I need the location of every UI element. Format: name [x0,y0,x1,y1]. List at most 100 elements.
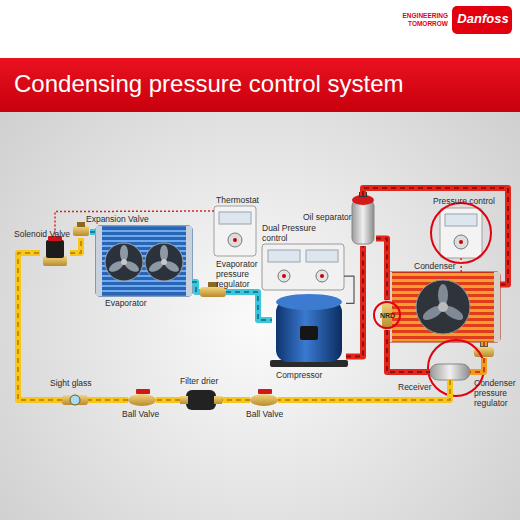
sight-glass-window [70,395,80,405]
dial-center [233,238,237,242]
coil-end-plate [494,272,500,342]
dial [278,270,290,282]
pipe-group [461,258,462,272]
header-area [0,0,520,58]
fan [416,280,470,334]
condenser-coil [386,272,500,342]
refrigerant-pipe [192,282,200,292]
brand-tagline: ENGINEERING TOMORROW [398,12,448,28]
thermostat: Thermostat [214,206,256,256]
pipe-group [192,282,200,292]
pipe-group [70,238,81,253]
highlight-circle [374,302,400,328]
sight-glass: Sight glass [62,392,88,408]
dial [454,235,468,249]
component-label: Expansion Valve [86,214,149,224]
ball-valve: Ball Valve [250,394,278,406]
pipe-group [90,231,96,232]
coil-end-plate [96,226,102,296]
pipe-dash [88,399,128,401]
pipe-group [470,358,484,372]
control-housing [262,244,344,290]
valve-body [73,226,89,236]
pipe-group [278,380,450,400]
component-label: Dual Pressure control [262,223,326,243]
refrigerant-pipe [278,380,450,400]
filter-fitting [180,396,188,404]
control-wire [344,276,354,303]
coil-end-plate [186,226,192,296]
dial [228,233,242,247]
filter-shell [186,390,216,410]
pipe-dash [226,292,272,320]
component-label: Filter drier [180,376,218,386]
fan-hub [121,259,127,265]
ball-valve-body [250,394,278,406]
dial [316,270,328,282]
scale-window [306,250,338,262]
pipe-group [55,211,214,238]
solenoid-valve: Solenoid Valve [40,238,70,268]
oil-separator: Oil separator [350,196,376,246]
pipe-group [226,292,272,320]
terminal-box [300,326,318,340]
component-label: Pressure control [433,196,495,206]
ball-valve: Ball Valve [128,394,156,406]
refrigerant-pipe [481,342,487,346]
refrigerant-pipe [18,253,62,400]
refrigerant-pipe [387,330,430,372]
pipe-dash [156,399,180,401]
ball-valve-handle [136,389,150,394]
refrigerant-pipe [90,229,96,235]
pipe-dash [387,330,430,372]
logo-badge [452,6,512,34]
control-wire [55,211,214,238]
fan [145,243,183,281]
refrigerant-pipe [470,358,484,372]
component-label: Compressor [276,370,322,380]
control-wire [460,258,462,272]
scale-window [445,214,477,226]
pipe-group [484,342,485,346]
expansion-valve: Expansion Valve [72,222,90,238]
fan [105,243,143,281]
receiver-vessel [430,364,470,380]
refrigerant-pipe [88,397,128,403]
dial-center [459,240,463,244]
component-label: Thermostat [216,195,259,205]
refrigerant-pipe [226,292,272,320]
component-label: Ball Valve [246,409,283,419]
pipe-dash [192,282,200,292]
title-band [0,58,520,112]
highlight-circle [431,203,491,263]
filter-fitting [214,396,222,404]
valve-cap [77,222,85,227]
fan-blade [120,245,128,261]
evaporator-pressure-regulator: Evaporator pressure regulator [200,286,226,298]
diagram-title: Condensing pressure control system [14,70,404,98]
component-label: Condenser [414,261,456,271]
brand-logo: Danfoss [455,11,511,27]
pipe-dash [70,238,81,253]
compressor-dome [276,294,342,310]
refrigerant-pipe [222,397,250,403]
refrigerant-pipe [376,239,387,301]
pipe-group [387,330,430,372]
component-label: Solenoid Valve [14,229,70,239]
pipe-dash [222,399,250,401]
condenser-pressure-regulator: Condenser pressure regulator [474,346,494,358]
pipe-group [18,253,62,400]
evaporator-coil [96,226,192,296]
pipe-dash [483,342,485,346]
pipe-dash [470,358,484,372]
control-housing [214,206,256,256]
evaporator: Evaporator [96,226,192,296]
pipe-dash [90,231,96,233]
component-label: Condenser pressure regulator [474,378,520,408]
scale-window [219,212,251,224]
control-housing [440,208,482,258]
nrd-valve: NRD [378,300,396,330]
pipe-dash [376,239,387,301]
